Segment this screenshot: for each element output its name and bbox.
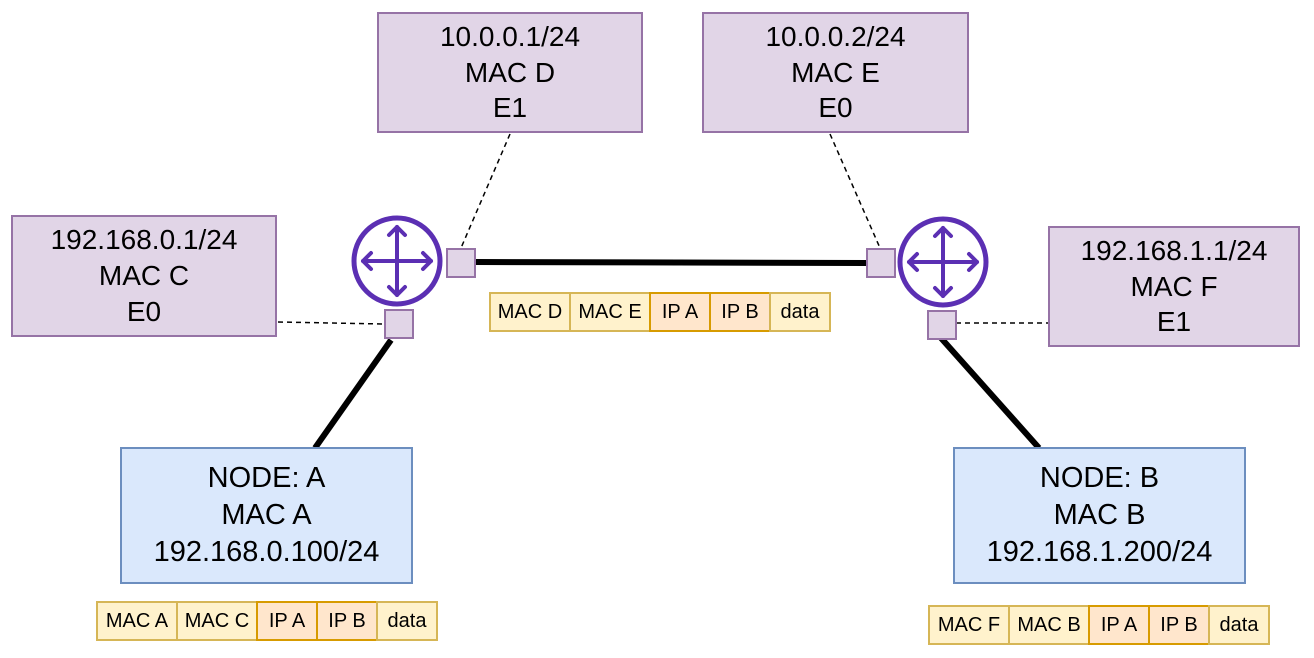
frame-cell-src-mac: MAC D bbox=[489, 292, 571, 332]
interface-mac: MAC D bbox=[464, 56, 556, 88]
node-mac: MAC B bbox=[1053, 498, 1146, 531]
interface-ip: 192.168.1.1/24 bbox=[1080, 234, 1268, 266]
router-icon bbox=[351, 215, 443, 307]
port-r2-e1 bbox=[927, 310, 957, 340]
link-node-a-r1 bbox=[312, 338, 394, 450]
leader-e0-r2 bbox=[829, 133, 881, 249]
frame-cell-src-mac: MAC A bbox=[96, 601, 178, 641]
leader-e1-r1 bbox=[460, 133, 511, 249]
frame-wan: MAC D MAC E IP A IP B data bbox=[489, 292, 831, 332]
interface-r2-e0: 10.0.0.2/24 MAC E E0 bbox=[702, 12, 969, 133]
interface-name: E0 bbox=[818, 92, 853, 124]
frame-cell-dst-ip: IP B bbox=[316, 601, 378, 641]
node-a: NODE: A MAC A 192.168.0.100/24 bbox=[120, 447, 413, 584]
frame-cell-data: data bbox=[769, 292, 831, 332]
frame-cell-dst-ip: IP B bbox=[1148, 605, 1210, 645]
interface-r2-e1: 192.168.1.1/24 MAC F E1 bbox=[1048, 226, 1300, 347]
interface-ip: 192.168.0.1/24 bbox=[50, 224, 238, 256]
frame-lan-a: MAC A MAC C IP A IP B data bbox=[96, 601, 438, 641]
frame-cell-dst-mac: MAC C bbox=[176, 601, 258, 641]
interface-mac: MAC F bbox=[1130, 270, 1218, 302]
interface-r1-e0: 192.168.0.1/24 MAC C E0 bbox=[11, 215, 277, 337]
interface-ip: 10.0.0.2/24 bbox=[765, 20, 906, 52]
frame-cell-src-ip: IP A bbox=[256, 601, 318, 641]
leader-e0-r1 bbox=[277, 321, 385, 325]
port-r2-e0 bbox=[866, 248, 896, 278]
frame-lan-b: MAC F MAC B IP A IP B data bbox=[928, 605, 1270, 645]
frame-cell-dst-mac: MAC E bbox=[569, 292, 651, 332]
port-r1-e1 bbox=[446, 248, 476, 278]
node-b: NODE: B MAC B 192.168.1.200/24 bbox=[953, 447, 1246, 584]
interface-mac: MAC E bbox=[791, 56, 880, 88]
frame-cell-dst-ip: IP B bbox=[709, 292, 771, 332]
router-icon bbox=[897, 216, 989, 308]
interface-ip: 10.0.0.1/24 bbox=[439, 20, 581, 52]
frame-cell-src-ip: IP A bbox=[649, 292, 711, 332]
interface-name: E1 bbox=[1156, 306, 1192, 338]
interface-r1-e1: 10.0.0.1/24 MAC D E1 bbox=[377, 12, 643, 133]
link-r1-r2 bbox=[475, 259, 867, 266]
node-mac: MAC A bbox=[221, 498, 312, 531]
node-ip: 192.168.0.100/24 bbox=[153, 536, 380, 569]
frame-cell-data: data bbox=[376, 601, 438, 641]
node-title: NODE: A bbox=[207, 461, 326, 494]
node-title: NODE: B bbox=[1039, 461, 1160, 494]
frame-cell-src-mac: MAC F bbox=[928, 605, 1010, 645]
node-ip: 192.168.1.200/24 bbox=[986, 536, 1213, 569]
interface-mac: MAC C bbox=[98, 260, 190, 292]
link-node-b-r2 bbox=[938, 336, 1042, 450]
frame-cell-src-ip: IP A bbox=[1088, 605, 1150, 645]
port-r1-e0 bbox=[384, 309, 414, 339]
interface-name: E0 bbox=[126, 295, 162, 327]
frame-cell-dst-mac: MAC B bbox=[1008, 605, 1090, 645]
frame-cell-data: data bbox=[1208, 605, 1270, 645]
interface-name: E1 bbox=[492, 92, 528, 124]
